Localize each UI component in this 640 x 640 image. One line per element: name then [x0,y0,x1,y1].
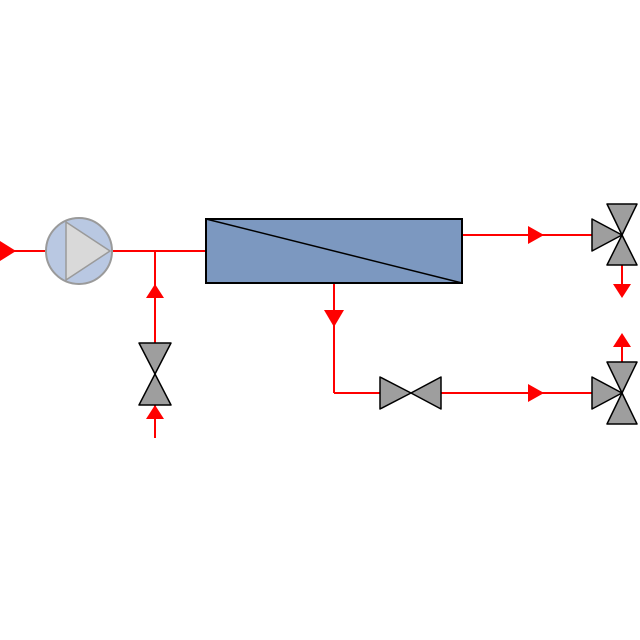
flow-arrow-bottom-right-icon [528,384,544,402]
flow-arrow-down-from-exchanger-icon [324,310,344,327]
flow-arrow-bypass-up-icon [146,284,164,298]
gate-valve-icon [379,376,442,410]
flow-arrow-drain-down-icon [613,284,631,298]
flow-arrows [0,226,631,419]
heat-exchanger-icon [205,218,463,284]
flow-arrow-bypass-inlet-icon [146,405,164,419]
gate-valve-icon [138,342,172,406]
flow-arrow-inlet-icon [0,241,16,261]
centrifugal-pump-icon [45,217,113,285]
three-way-valve-icon [591,361,638,425]
three-way-valve-icon [591,203,638,266]
flow-arrow-top-right-icon [528,226,544,244]
flow-arrow-vent-up-icon [613,333,631,347]
